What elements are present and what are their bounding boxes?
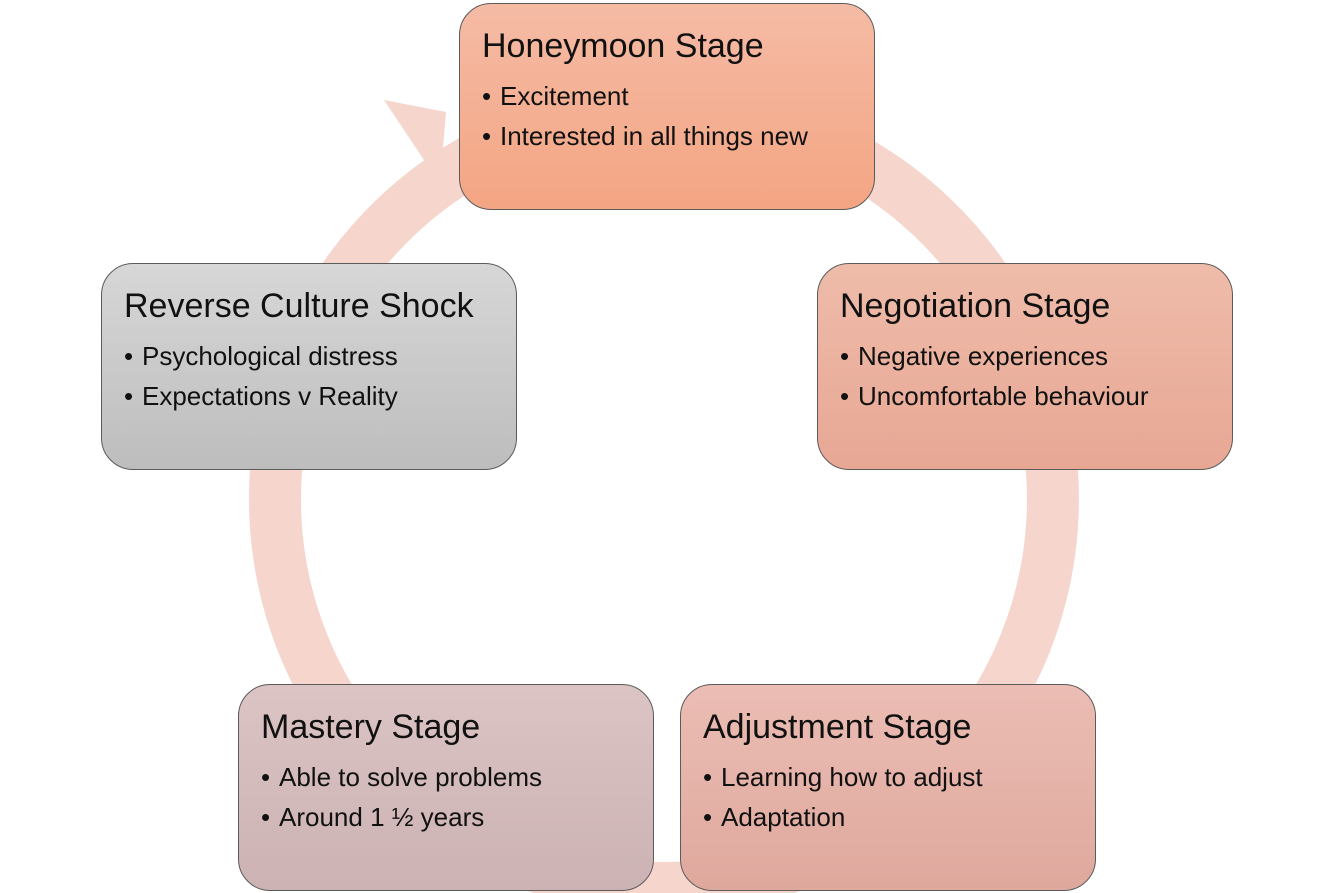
stage-point: • Around 1 ½ years <box>261 797 631 837</box>
bullet: • <box>703 762 713 792</box>
stage-box-adjustment: Adjustment Stage • Learning how to adjust… <box>680 684 1096 891</box>
stage-point-text: Negative experiences <box>858 341 1109 371</box>
stage-box-honeymoon: Honeymoon Stage • Excitement • Interested … <box>459 3 875 210</box>
stage-point: • Adaptation <box>703 797 1073 837</box>
stage-box-reverse-culture-shock: Reverse Culture Shock • Psychological dis… <box>101 263 517 470</box>
stage-points-list: • Negative experiences • Uncomfortable beh… <box>840 336 1210 416</box>
stage-point-text: Able to solve problems <box>279 762 543 792</box>
stage-point: • Able to solve problems <box>261 757 631 797</box>
bullet: • <box>261 762 271 792</box>
stage-point: • Excitement <box>482 76 852 116</box>
stage-point: • Learning how to adjust <box>703 757 1073 797</box>
stage-point-text: Interested in all things new <box>500 121 808 151</box>
cycle-arrowhead <box>384 100 446 184</box>
stage-points-list: • Learning how to adjust • Adaptation <box>703 757 1073 837</box>
bullet: • <box>261 802 271 832</box>
stage-point-text: Learning how to adjust <box>721 762 983 792</box>
stage-title: Negotiation Stage <box>840 287 1111 325</box>
stage-point-text: Adaptation <box>721 802 846 832</box>
bullet: • <box>840 381 850 411</box>
stage-title: Mastery Stage <box>261 708 481 746</box>
bullet: • <box>124 381 134 411</box>
bullet: • <box>124 341 134 371</box>
bullet: • <box>840 341 850 371</box>
stage-point: • Negative experiences <box>840 336 1210 376</box>
stage-point-text: Expectations v Reality <box>142 381 398 411</box>
stage-point: • Uncomfortable behaviour <box>840 376 1210 416</box>
stage-point-text: Psychological distress <box>142 341 398 371</box>
stage-box-negotiation: Negotiation Stage • Negative experiences … <box>817 263 1233 470</box>
bullet: • <box>703 802 713 832</box>
stage-point-text: Around 1 ½ years <box>279 802 485 832</box>
stage-point-text: Uncomfortable behaviour <box>858 381 1149 411</box>
stage-title: Adjustment Stage <box>703 708 972 746</box>
stage-title: Honeymoon Stage <box>482 27 764 65</box>
stage-box-mastery: Mastery Stage • Able to solve problems • A… <box>238 684 654 891</box>
stage-point: • Expectations v Reality <box>124 376 494 416</box>
stage-points-list: • Excitement • Interested in all things ne… <box>482 76 852 156</box>
stage-point: • Interested in all things new <box>482 116 852 156</box>
stage-point-text: Excitement <box>500 81 629 111</box>
bullet: • <box>482 121 492 151</box>
stage-title: Reverse Culture Shock <box>124 287 474 325</box>
bullet: • <box>482 81 492 111</box>
stage-points-list: • Psychological distress • Expectations v … <box>124 336 494 416</box>
stage-point: • Psychological distress <box>124 336 494 376</box>
stage-points-list: • Able to solve problems • Around 1 ½ year… <box>261 757 631 837</box>
